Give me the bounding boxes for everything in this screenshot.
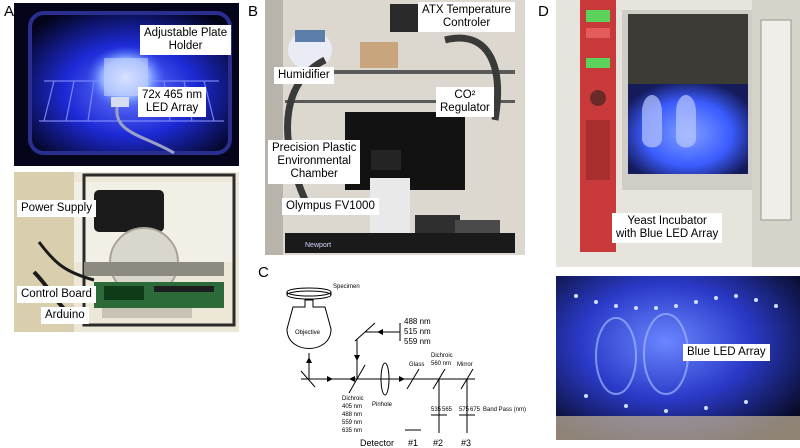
yeast-incubator-illustration xyxy=(556,0,800,267)
detector-3-label: #3 xyxy=(461,438,471,448)
microscope-setup-illustration: Newport xyxy=(265,0,525,255)
humidifier-label: Humidifier xyxy=(274,67,334,85)
laser-559-label: 559 nm xyxy=(404,337,431,346)
adjustable-plate-holder-label: Adjustable Plate Holder xyxy=(140,25,232,56)
panel-letter-d: D xyxy=(538,3,549,20)
arduino-label: Arduino xyxy=(41,307,89,325)
objective-label: Objective xyxy=(295,330,321,336)
environmental-chamber-label: Precision Plastic Environmental Chamber xyxy=(268,140,361,184)
glass-label: Glass xyxy=(409,362,424,368)
panel-letter-b: B xyxy=(248,3,259,20)
detector-label: Detector xyxy=(360,438,394,448)
atx-temperature-label: ATX Temperature Controler xyxy=(418,2,516,33)
olympus-fv1000-label: Olympus FV1000 xyxy=(282,198,379,216)
dichroic-488-label: 488 nm xyxy=(342,412,362,418)
laser-515-label: 515 nm xyxy=(404,327,431,336)
dichroic-560nm-label: 560 nm xyxy=(431,361,451,367)
dichroic-559-label: 559 nm xyxy=(342,420,362,426)
panel-letter-c: C xyxy=(258,264,269,281)
pinhole-label: Pinhole xyxy=(372,402,393,408)
dichroic-635-label: 635 nm xyxy=(342,428,362,434)
newport-label: Newport xyxy=(305,242,331,249)
specimen-label: Specimen xyxy=(333,284,360,290)
control-board-label: Control Board xyxy=(17,286,96,304)
co2-regulator-label: CO² Regulator xyxy=(436,87,494,118)
dichroic-405-label: 405 nm xyxy=(342,404,362,410)
blue-led-array-label: Blue LED Array xyxy=(683,344,770,362)
band-pass-575: 575 xyxy=(459,407,470,413)
dichroic-560-label: Dichroic xyxy=(431,353,453,359)
band-pass-535: 535 xyxy=(431,407,442,413)
yeast-incubator-photo xyxy=(556,0,800,267)
band-pass-unit-label: Band Pass (nm) xyxy=(483,407,526,413)
led-array-label: 72x 465 nm LED Array xyxy=(138,87,207,118)
confocal-light-path-diagram: Specimen Objective 488 nm 515 nm 559 nm … xyxy=(286,284,526,448)
yeast-incubator-label: Yeast Incubator with Blue LED Array xyxy=(612,213,723,244)
control-board-illustration xyxy=(14,172,239,332)
microscope-setup-photo: Newport xyxy=(265,0,525,255)
band-pass-675: 675 xyxy=(470,407,481,413)
detector-2-label: #2 xyxy=(433,438,443,448)
mirror-label: Mirror xyxy=(457,362,473,368)
laser-488-label: 488 nm xyxy=(404,317,431,326)
band-pass-565: 565 xyxy=(442,407,453,413)
panel-letter-a: A xyxy=(4,3,15,20)
dichroic-main-label: Dichroic xyxy=(342,396,364,402)
detector-1-label: #1 xyxy=(408,438,418,448)
power-supply-label: Power Supply xyxy=(17,200,96,218)
control-board-photo xyxy=(14,172,239,332)
